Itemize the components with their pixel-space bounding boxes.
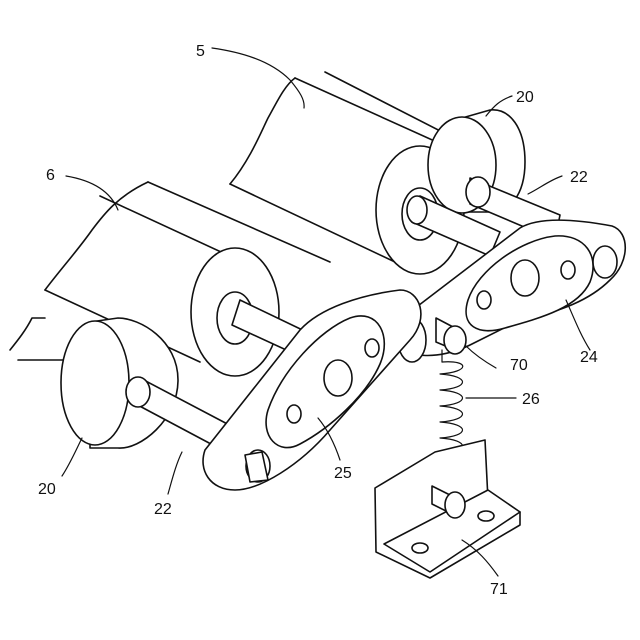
- label-22-left: 22: [154, 501, 172, 518]
- label-6: 6: [46, 167, 55, 184]
- label-24: 24: [580, 349, 598, 366]
- bracket: [375, 440, 520, 578]
- label-5: 5: [196, 43, 205, 60]
- label-20-right: 20: [516, 89, 534, 106]
- label-26: 26: [522, 391, 540, 408]
- label-22-right: 22: [570, 169, 588, 186]
- label-71: 71: [490, 581, 508, 598]
- label-70: 70: [510, 357, 528, 374]
- label-25: 25: [334, 465, 352, 482]
- label-20-left: 20: [38, 481, 56, 498]
